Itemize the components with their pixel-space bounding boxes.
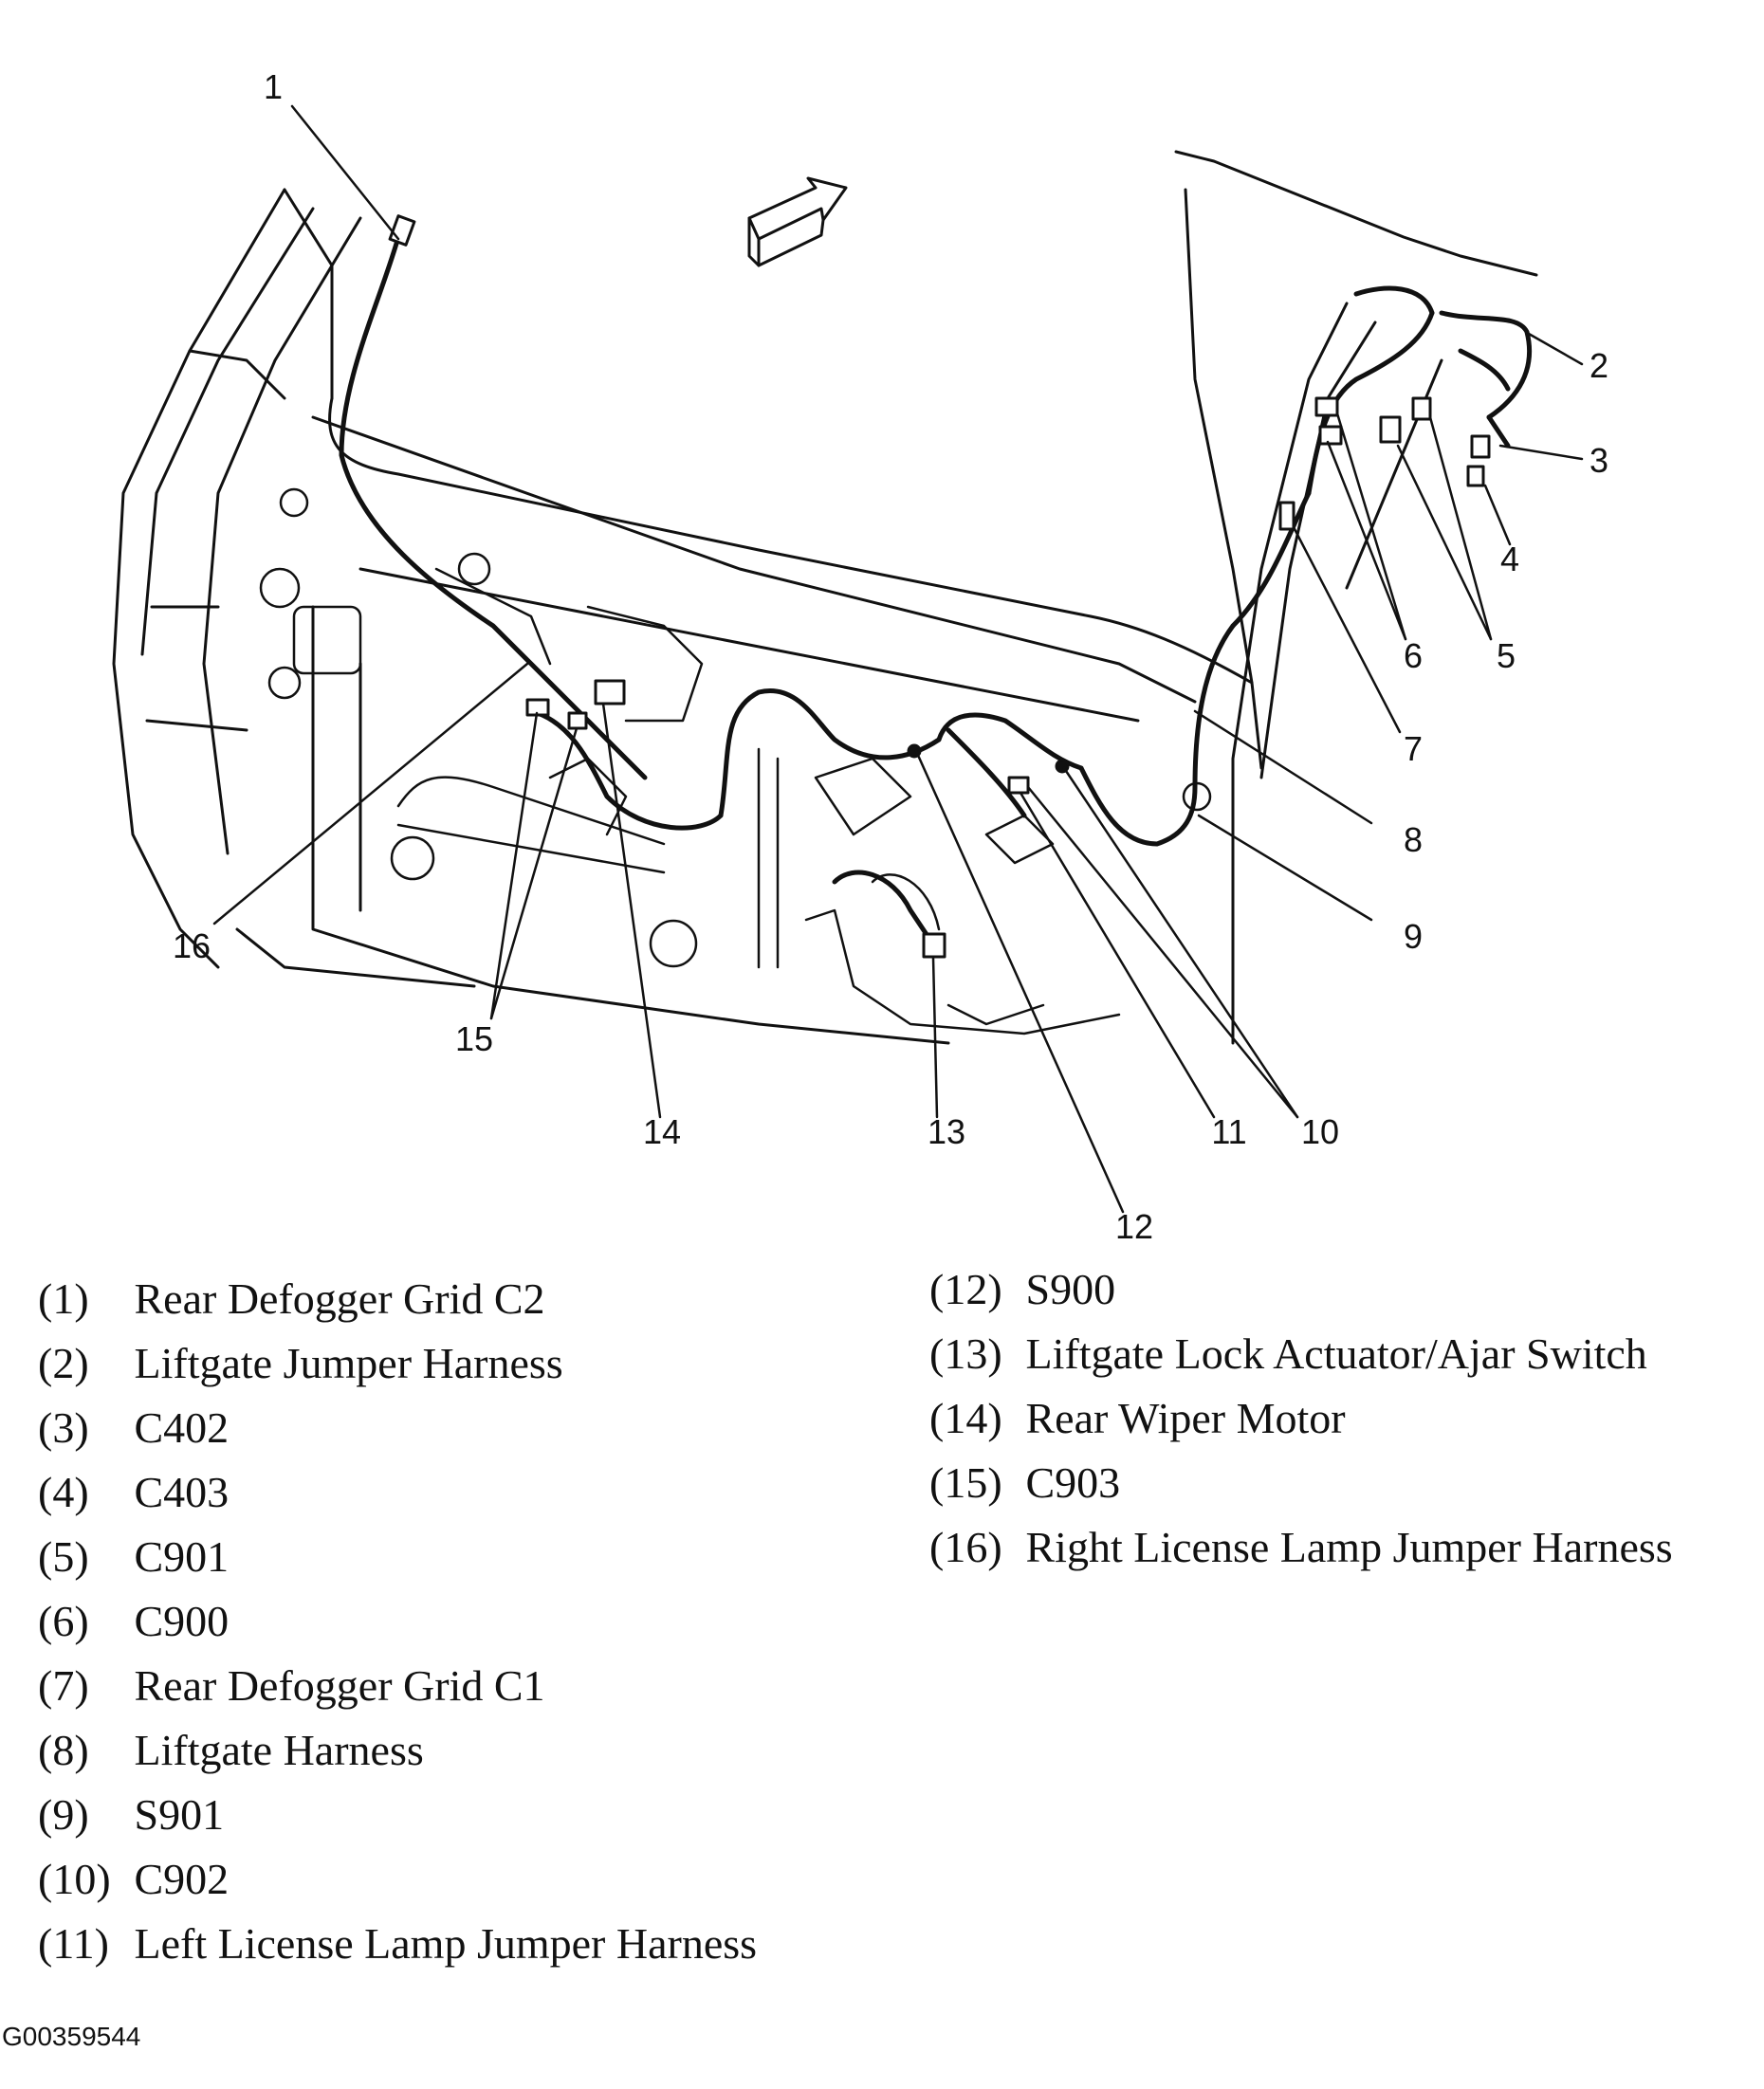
connectors: [388, 214, 1491, 959]
legend-item-11: (11) Left License Lamp Jumper Harness: [38, 1912, 757, 1976]
callout-8: 8: [1404, 820, 1423, 859]
legend-number: (14): [929, 1394, 1002, 1442]
legend-label: S900: [1025, 1265, 1116, 1313]
legend-number: (1): [38, 1274, 89, 1323]
legend-left: (1) Rear Defogger Grid C2 (2) Liftgate J…: [38, 1267, 757, 1976]
legend-number: (6): [38, 1597, 89, 1645]
callout-2: 2: [1589, 346, 1608, 385]
legend-label: C403: [134, 1468, 230, 1516]
legend-label: Liftgate Lock Actuator/Ajar Switch: [1025, 1329, 1647, 1378]
legend-number: (13): [929, 1329, 1002, 1378]
left-body-panel: [112, 188, 476, 988]
legend-label: C903: [1025, 1458, 1121, 1507]
legend-item-14: (14) Rear Wiper Motor: [929, 1386, 1673, 1451]
callout-15: 15: [455, 1019, 493, 1058]
callout-6: 6: [1404, 636, 1423, 675]
legend-number: (11): [38, 1919, 109, 1968]
callout-16: 16: [173, 926, 211, 965]
legend-item-5: (5) C901: [38, 1525, 757, 1589]
legend-label: Left License Lamp Jumper Harness: [134, 1919, 758, 1968]
legend-number: (12): [929, 1265, 1002, 1313]
leader-lines: [212, 104, 1584, 1214]
legend-number: (9): [38, 1790, 89, 1839]
legend-label: C900: [134, 1597, 230, 1645]
wiring-harness: [339, 234, 1533, 942]
legend-number: (16): [929, 1523, 1002, 1571]
legend-number: (2): [38, 1339, 89, 1387]
callout-3: 3: [1589, 441, 1608, 480]
callout-10: 10: [1301, 1112, 1339, 1151]
legend-item-10: (10) C902: [38, 1847, 757, 1912]
legend-item-16: (16) Right License Lamp Jumper Harness: [929, 1515, 1673, 1580]
legend-number: (10): [38, 1855, 111, 1903]
legend-label: Rear Defogger Grid C2: [134, 1274, 545, 1323]
liftgate-inner-structure: [259, 487, 1212, 1035]
legend-label: Right License Lamp Jumper Harness: [1025, 1523, 1673, 1571]
legend-label: Rear Wiper Motor: [1025, 1394, 1346, 1442]
legend-item-12: (12) S900: [929, 1257, 1673, 1322]
liftgate-outline: [283, 150, 1538, 1045]
legend-label: Liftgate Harness: [134, 1726, 424, 1774]
legend-number: (3): [38, 1403, 89, 1452]
legend-item-6: (6) C900: [38, 1589, 757, 1654]
callout-numbers: 1 2 3 4 5 6 7 8 9 10 11 12 13 14 15 16: [173, 67, 1608, 1246]
legend-number: (4): [38, 1468, 89, 1516]
legend-number: (7): [38, 1661, 89, 1710]
legend-label: C901: [134, 1532, 230, 1581]
callout-11: 11: [1211, 1112, 1246, 1151]
legend-label: Liftgate Jumper Harness: [134, 1339, 563, 1387]
legend-number: (5): [38, 1532, 89, 1581]
callout-13: 13: [928, 1112, 965, 1151]
legend-item-13: (13) Liftgate Lock Actuator/Ajar Switch: [929, 1322, 1673, 1386]
legend-label: S901: [134, 1790, 225, 1839]
legend-label: C902: [134, 1855, 230, 1903]
callout-1: 1: [264, 67, 283, 106]
legend-number: (15): [929, 1458, 1002, 1507]
legend-item-9: (9) S901: [38, 1783, 757, 1847]
legend-item-4: (4) C403: [38, 1460, 757, 1525]
callout-4: 4: [1500, 540, 1519, 578]
callout-14: 14: [643, 1112, 681, 1151]
legend-item-8: (8) Liftgate Harness: [38, 1718, 757, 1783]
legend-item-2: (2) Liftgate Jumper Harness: [38, 1331, 757, 1396]
legend-item-1: (1) Rear Defogger Grid C2: [38, 1267, 757, 1331]
legend-label: Rear Defogger Grid C1: [134, 1661, 545, 1710]
liftgate-harness-drawing: 1 2 3 4 5 6 7 8 9 10 11 12 13 14 15 16: [112, 67, 1608, 1246]
callout-7: 7: [1404, 729, 1423, 768]
figure-id: G00359544: [2, 2022, 141, 2051]
legend-label: C402: [134, 1403, 230, 1452]
legend-item-7: (7) Rear Defogger Grid C1: [38, 1654, 757, 1718]
front-direction-arrow: [747, 176, 848, 267]
legend-number: (8): [38, 1726, 89, 1774]
legend-right: (12) S900 (13) Liftgate Lock Actuator/Aj…: [929, 1257, 1673, 1580]
callout-12: 12: [1115, 1207, 1153, 1246]
callout-9: 9: [1404, 917, 1423, 956]
legend-item-15: (15) C903: [929, 1451, 1673, 1515]
callout-5: 5: [1497, 636, 1516, 675]
legend-item-3: (3) C402: [38, 1396, 757, 1460]
